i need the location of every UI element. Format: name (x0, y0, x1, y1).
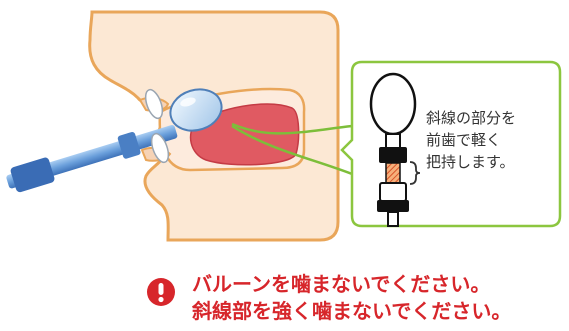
device-neck (385, 133, 401, 149)
device-stem (379, 182, 407, 202)
bite-guide-line (231, 122, 353, 135)
flange (150, 132, 170, 164)
device-collar (379, 147, 407, 163)
flange (144, 88, 164, 120)
tube-collar (117, 131, 141, 159)
balloon-highlight (180, 97, 196, 107)
warning-text: 斜線部を強く噛まないでください。 (192, 299, 512, 323)
device-tube-end (387, 211, 399, 227)
warning-text: バルーンを噛まないでください。 (192, 272, 491, 296)
hatched-grip-area (385, 162, 401, 184)
device-base (377, 200, 409, 212)
tube-connector (10, 157, 55, 193)
callout-text-line: 斜線の部分を (426, 109, 517, 127)
callout-text-line: 把持します。 (426, 153, 515, 171)
exclamation-circle-icon (147, 278, 175, 306)
brace-pointer (409, 161, 421, 185)
oral-device-illustration (6, 10, 562, 242)
bite-guide-line (231, 124, 353, 176)
callout-text-line: 前歯で軽く (426, 131, 502, 149)
device-bulb-detail (369, 72, 417, 136)
balloon (169, 88, 223, 132)
